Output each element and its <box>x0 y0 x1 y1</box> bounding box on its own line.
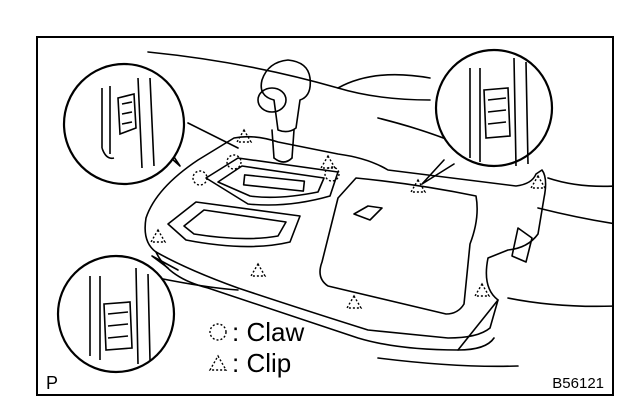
clip-marker <box>345 294 363 309</box>
clip-marker <box>409 178 427 193</box>
cup-holder <box>167 201 301 248</box>
page-letter: P <box>46 373 59 393</box>
clip-marker <box>529 174 547 189</box>
legend-symbols <box>208 323 228 371</box>
dashboard-outline <box>147 51 612 368</box>
legend-clip-separator: : <box>232 348 240 378</box>
claw-markers <box>192 154 340 186</box>
console-illustration <box>56 48 612 374</box>
diagram-frame: : Claw : Clip P B56121 <box>36 36 614 396</box>
clip-marker <box>319 154 337 169</box>
storage-lid <box>319 177 478 315</box>
circle-symbol <box>209 323 227 341</box>
legend-claw: : Claw <box>232 319 304 345</box>
clip-marker <box>235 128 253 143</box>
claw-marker <box>226 154 242 170</box>
detail-callout-upper-right <box>434 48 554 168</box>
clip-marker <box>473 282 491 297</box>
detail-callout-lower-left <box>56 254 176 374</box>
legend-claw-label: Claw <box>246 317 305 347</box>
claw-marker <box>192 170 208 186</box>
legend-claw-separator: : <box>232 317 240 347</box>
callout-leaders <box>151 149 455 271</box>
claw-marker <box>324 166 340 182</box>
clip-marker <box>249 262 267 277</box>
shift-gate <box>205 157 339 206</box>
console-panel <box>144 135 547 351</box>
detail-callout-upper-left <box>62 62 186 186</box>
legend-clip: : Clip <box>232 350 291 376</box>
triangle-symbol <box>208 354 228 371</box>
clip-marker <box>149 228 167 243</box>
figure-code: B56121 <box>552 375 604 392</box>
shift-knob <box>257 59 312 163</box>
legend-clip-label: Clip <box>246 348 292 378</box>
side-bracket <box>511 227 533 263</box>
